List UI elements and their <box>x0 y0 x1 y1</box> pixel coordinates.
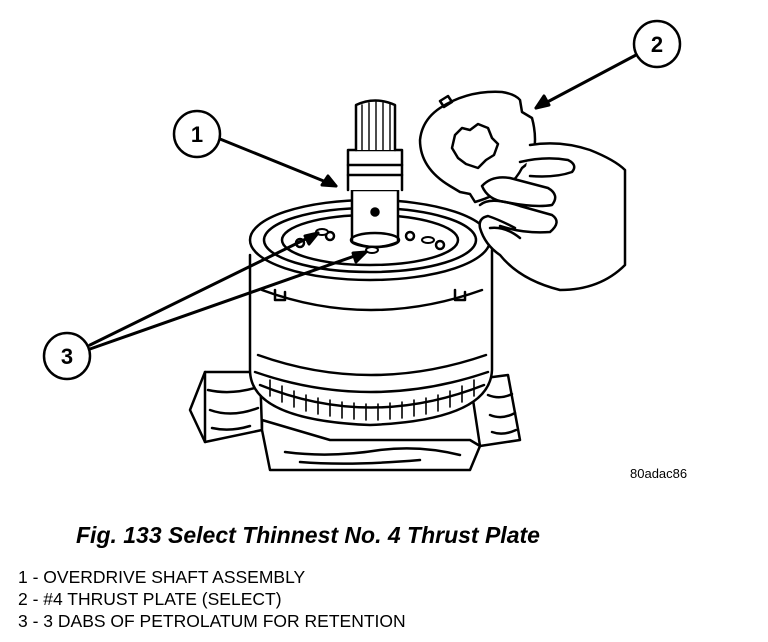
svg-text:3: 3 <box>61 344 73 369</box>
legend-item: 1 - OVERDRIVE SHAFT ASSEMBLY <box>18 567 306 587</box>
figure-caption: Fig. 133 Select Thinnest No. 4 Thrust Pl… <box>76 522 540 548</box>
legend-item: 2 - #4 THRUST PLATE (SELECT) <box>18 589 282 609</box>
svg-text:1: 1 <box>191 122 203 147</box>
overdrive-shaft <box>346 99 404 249</box>
callout-1: 1 <box>172 109 222 159</box>
thrust-plate-illustration: 1 2 3 <box>42 19 682 472</box>
svg-text:2: 2 <box>651 32 663 57</box>
callout-legend: 1 - OVERDRIVE SHAFT ASSEMBLY 2 - #4 THRU… <box>18 566 406 632</box>
hand <box>478 142 627 292</box>
callout-2: 2 <box>632 19 682 69</box>
legend-item: 3 - 3 DABS OF PETROLATUM FOR RETENTION <box>18 611 406 631</box>
callout-leaders <box>88 53 638 351</box>
wood-block-front <box>260 418 482 472</box>
image-reference-code: 80adac86 <box>630 466 688 481</box>
wood-block-left <box>188 370 264 444</box>
callout-3: 3 <box>42 331 92 381</box>
clutch-drum <box>248 198 494 427</box>
drum-splines <box>269 379 475 421</box>
